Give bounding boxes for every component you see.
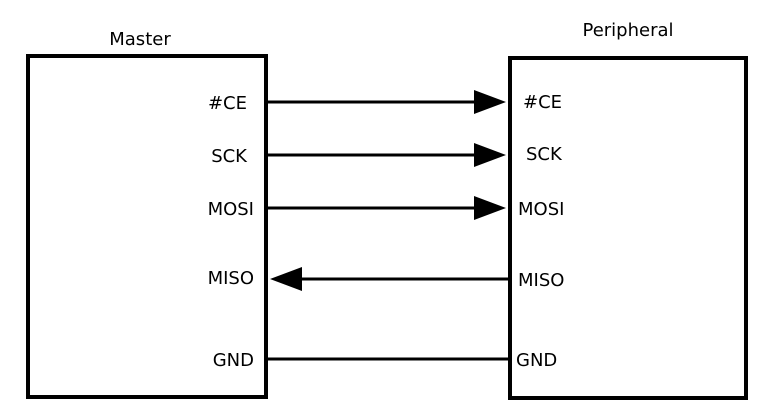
peripheral-title: Peripheral — [582, 20, 673, 41]
peripheral-box — [508, 56, 748, 400]
master-pin-mosi: MOSI — [208, 199, 254, 220]
peripheral-pin-mosi: MOSI — [518, 199, 564, 220]
master-box — [26, 54, 268, 399]
peripheral-pin-ce: #CE — [523, 92, 562, 113]
master-pin-gnd: GND — [213, 350, 254, 371]
master-pin-miso: MISO — [208, 268, 254, 289]
peripheral-pin-miso: MISO — [518, 270, 564, 291]
sck-arrowhead — [474, 143, 506, 167]
master-pin-ce: #CE — [208, 93, 247, 114]
master-title: Master — [109, 29, 171, 50]
miso-arrowhead — [270, 267, 302, 291]
master-pin-sck: SCK — [211, 146, 248, 167]
peripheral-pin-gnd: GND — [516, 350, 557, 371]
mosi-arrowhead — [474, 196, 506, 220]
peripheral-pin-sck: SCK — [526, 144, 563, 165]
ce-arrowhead — [474, 90, 506, 114]
